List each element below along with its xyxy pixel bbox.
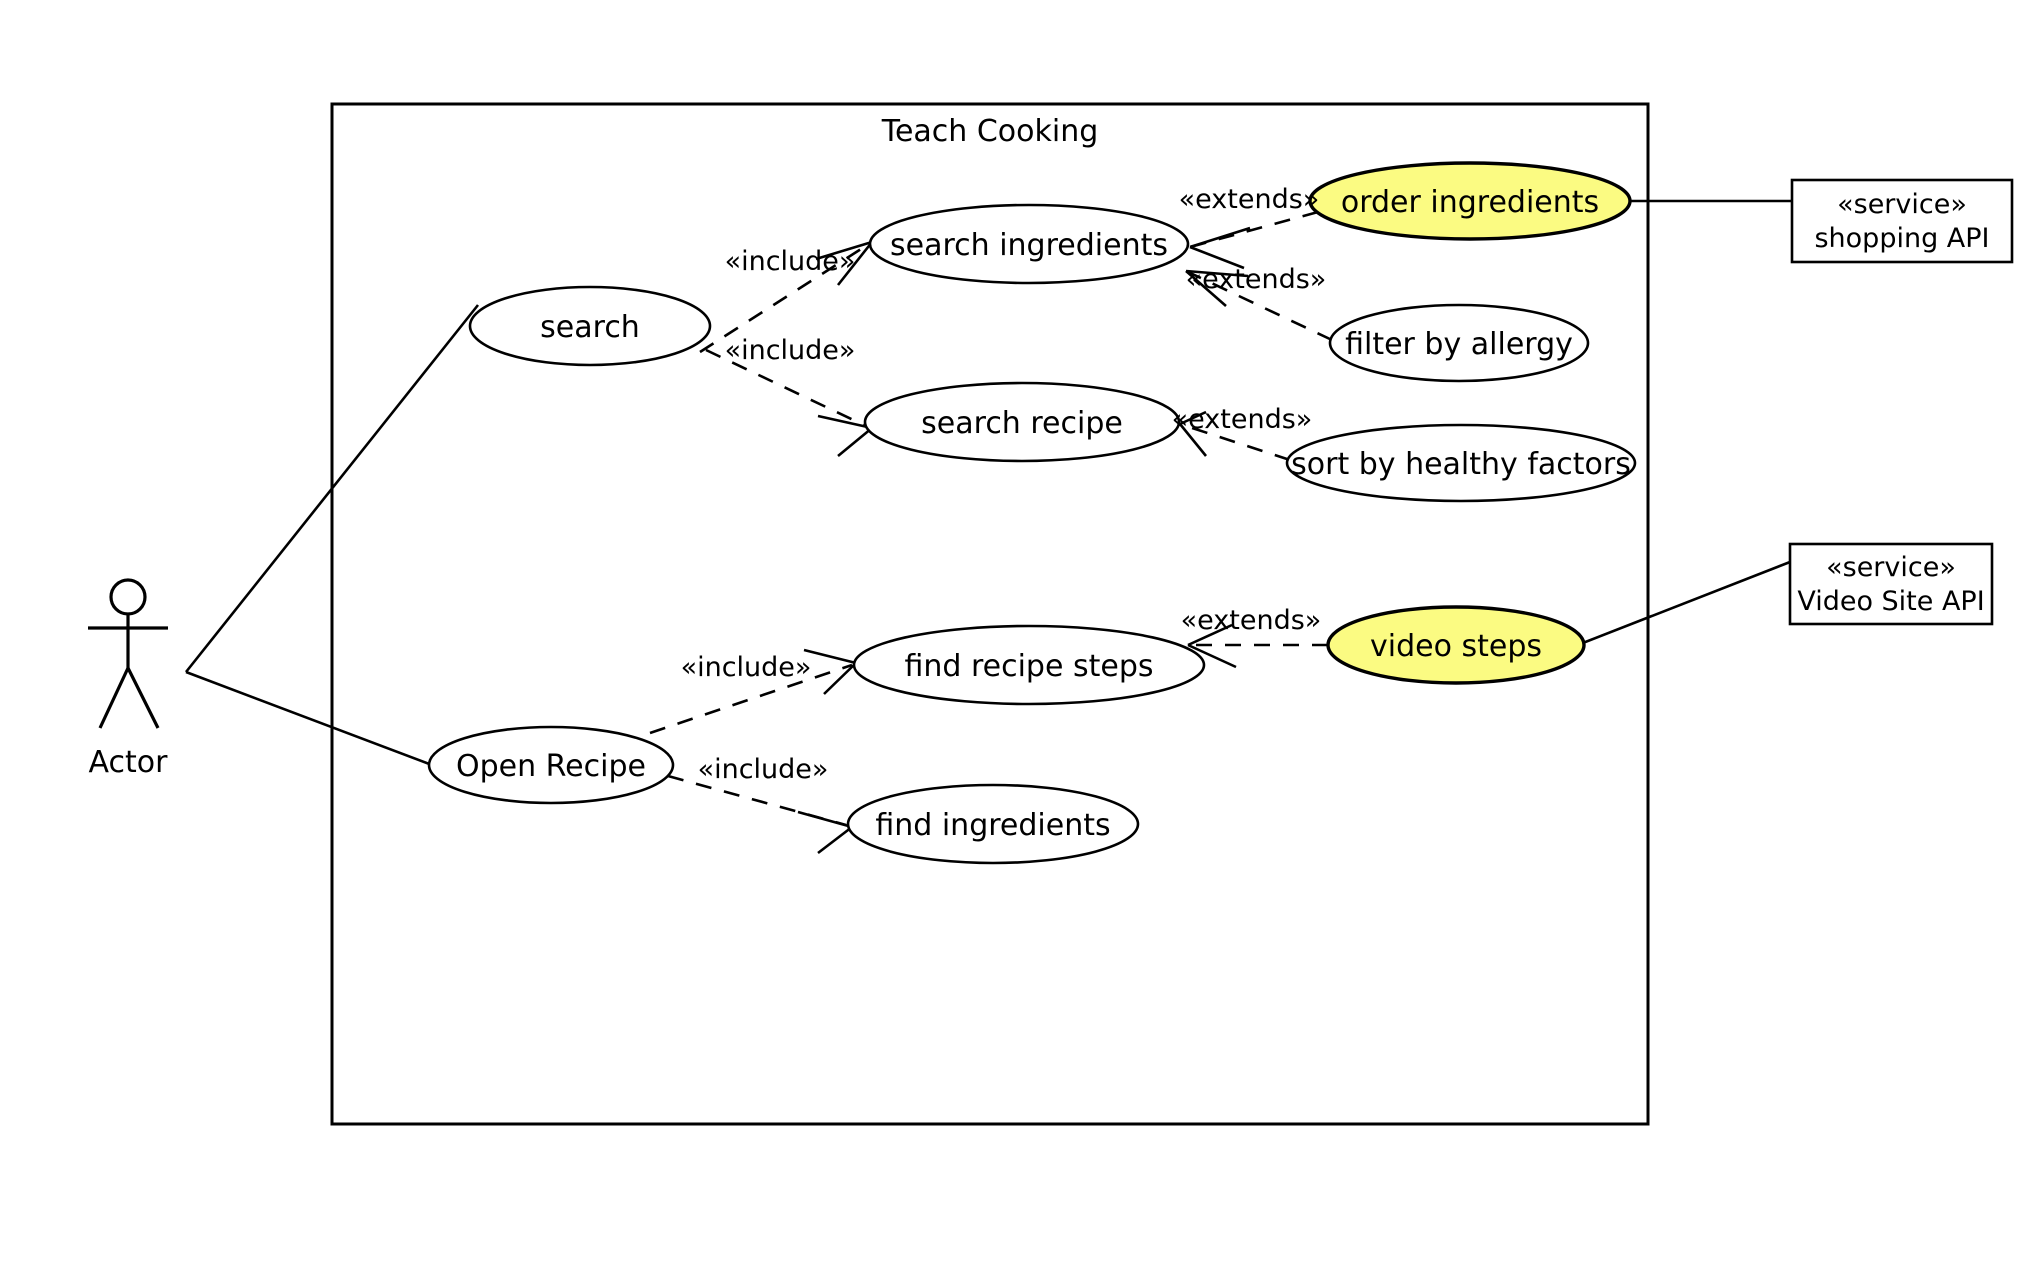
use-case-shape (863, 381, 1181, 463)
service-node-video-site-api[interactable]: «service» Video Site API (1788, 542, 1994, 626)
actor-label: Actor (89, 745, 169, 780)
service-box-shape (1788, 542, 1994, 626)
use-case-shape (868, 203, 1190, 285)
association-actor-to-open-recipe (185, 670, 433, 767)
use-case-open-recipe[interactable]: Open Recipe (427, 725, 675, 805)
use-case-find-ingredients[interactable]: find ingredients (846, 783, 1140, 865)
use-case-search-ingredients[interactable]: search ingredients (868, 203, 1190, 285)
use-case-label: find recipe steps (904, 649, 1153, 684)
arrowhead-search-recipe (817, 414, 873, 458)
use-case-label: find ingredients (875, 808, 1110, 843)
service-stereotype-label: «service» (1837, 189, 1967, 220)
service-stereotype-label: «service» (1826, 552, 1956, 583)
arrowhead-find-recipe-steps (803, 648, 857, 695)
arrowhead-search-ingredients (815, 240, 874, 286)
system-boundary-box (330, 102, 1650, 1126)
use-case-shape (852, 624, 1206, 706)
actor-head-icon (109, 578, 147, 616)
use-case-shape (1328, 303, 1590, 383)
association-actor-to-search (184, 304, 480, 673)
extends-sort-healthy-to-search-recipe (1179, 422, 1291, 462)
use-case-shape (468, 285, 712, 367)
actor-stick-figure[interactable] (88, 578, 168, 729)
use-case-search[interactable]: search (468, 285, 712, 367)
service-box-shape (1790, 178, 2014, 264)
use-case-find-recipe-steps[interactable]: find recipe steps (852, 624, 1206, 706)
use-case-label: filter by allergy (1345, 327, 1573, 362)
relationship-label-include-search-ingredients: «include» (725, 246, 856, 277)
use-case-label: order ingredients (1341, 185, 1599, 220)
relationship-label-include-find-recipe-steps: «include» (681, 652, 812, 683)
actor-left-leg-line (98, 667, 130, 729)
include-open-recipe-to-find-recipe-steps (649, 663, 853, 735)
relationship-label-extends-order-ingredients: «extends» (1179, 184, 1320, 215)
use-case-label: search recipe (921, 406, 1123, 441)
use-case-shape (1308, 161, 1632, 241)
relationship-label-extends-video-steps: «extends» (1181, 605, 1322, 636)
relationship-label-extends-sort-healthy: «extends» (1172, 404, 1313, 435)
use-case-video-steps[interactable]: video steps (1326, 605, 1586, 685)
arrowhead-extends-order-ingredients (1189, 226, 1251, 270)
use-case-label: search ingredients (890, 228, 1168, 263)
include-search-to-search-ingredients (699, 240, 873, 354)
use-case-shape (427, 725, 675, 805)
relationship-label-extends-filter-allergy: «extends» (1186, 264, 1327, 295)
service-node-shopping-api[interactable]: «service» shopping API (1790, 178, 2014, 264)
service-name-label: shopping API (1814, 223, 1989, 254)
use-case-sort-by-healthy-factors[interactable]: sort by healthy factors (1285, 423, 1637, 503)
use-case-shape (846, 783, 1140, 865)
use-case-shape (1326, 605, 1586, 685)
include-search-to-search-recipe (705, 348, 867, 428)
use-case-filter-by-allergy[interactable]: filter by allergy (1328, 303, 1590, 383)
actor-right-leg-line (126, 667, 160, 729)
arrowhead-extends-video-steps (1187, 623, 1237, 669)
relationship-label-include-search-recipe: «include» (725, 335, 856, 366)
arrowhead-extends-sort-healthy (1178, 410, 1208, 457)
use-case-label: video steps (1370, 629, 1542, 664)
use-case-order-ingredients[interactable]: order ingredients (1308, 161, 1632, 241)
arrowhead-extends-filter-allergy (1185, 269, 1249, 307)
service-name-label: Video Site API (1797, 586, 1984, 617)
use-case-label: sort by healthy factors (1291, 447, 1631, 482)
use-case-search-recipe[interactable]: search recipe (863, 381, 1181, 463)
use-case-label: Open Recipe (456, 749, 646, 784)
extends-order-ingredients-to-search-ingredients (1189, 210, 1319, 249)
use-case-label: search (540, 310, 640, 345)
link-video-steps-to-video-site-api (1569, 560, 1791, 650)
relationship-label-include-find-ingredients: «include» (698, 754, 829, 785)
system-boundary-title: Teach Cooking (881, 114, 1099, 149)
arrowhead-find-ingredients (797, 810, 853, 855)
use-case-shape (1285, 423, 1637, 503)
